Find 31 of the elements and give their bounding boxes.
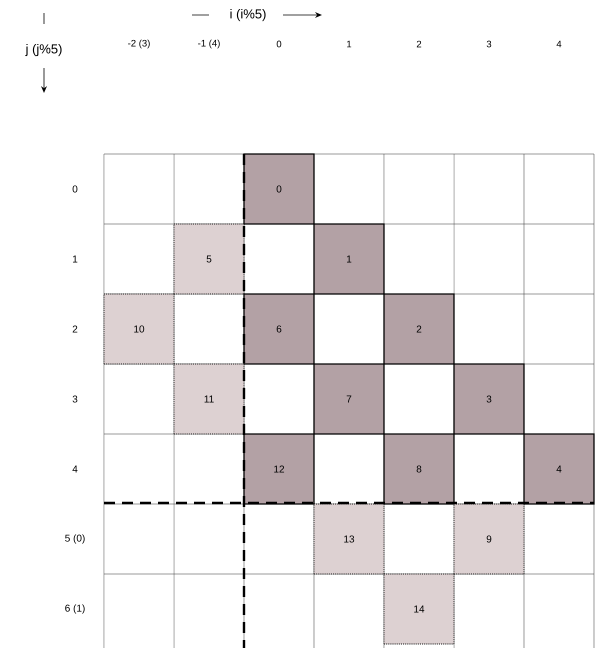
shaded-cell: 6 (243, 293, 315, 365)
shaded-cell: 13 (314, 504, 384, 574)
shaded-cell: 12 (243, 433, 315, 505)
shaded-cell: 10 (104, 294, 174, 364)
shaded-cell: 8 (383, 433, 455, 505)
column-label: 4 (556, 40, 562, 48)
row-label: 6 (1) (65, 604, 85, 614)
shaded-cell: 1 (313, 223, 385, 295)
column-label: 3 (486, 40, 492, 48)
shaded-cell: 2 (383, 293, 455, 365)
shaded-cell: 0 (243, 153, 315, 225)
row-label: 5 (0) (65, 534, 85, 544)
row-label: 1 (72, 256, 78, 262)
column-label: 0 (276, 40, 282, 48)
column-label: -2 (3) (128, 40, 150, 48)
column-label: -1 (4) (198, 40, 220, 48)
column-label: 1 (347, 40, 352, 48)
row-label: 2 (72, 326, 78, 332)
shaded-cell: 11 (174, 364, 244, 434)
column-label: 2 (416, 40, 422, 48)
row-label: 4 (72, 466, 78, 472)
row-label: 3 (72, 395, 78, 403)
shaded-cell: 5 (174, 224, 244, 294)
row-label: 0 (72, 185, 78, 193)
axis-label: j (j%5) (25, 44, 62, 56)
shaded-cell: 9 (454, 504, 524, 574)
shaded-cell: 3 (453, 363, 525, 435)
shaded-cell: 14 (384, 574, 454, 644)
shaded-cell: 4 (523, 433, 595, 505)
shaded-cell: 7 (313, 363, 385, 435)
axis-label: i (i%5) (230, 8, 266, 22)
